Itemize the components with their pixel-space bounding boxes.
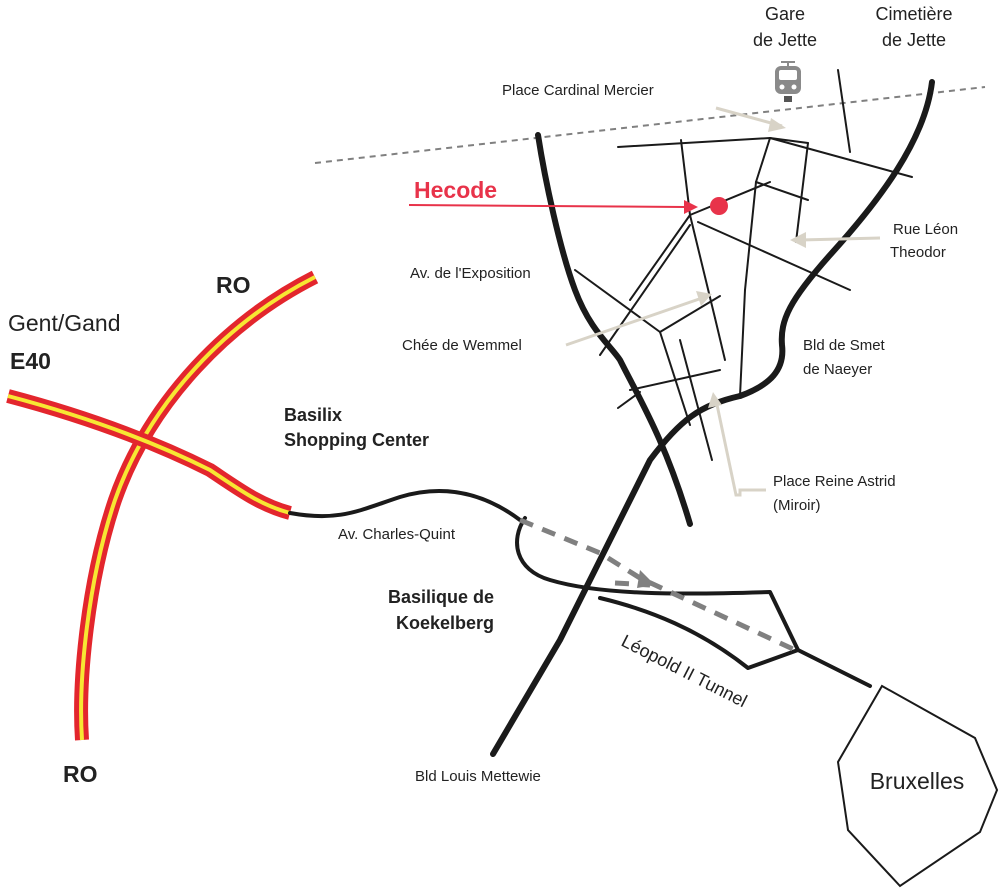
label-ro-bottom: RO <box>63 761 98 787</box>
label-gent: Gent/Gand <box>8 310 121 336</box>
label-rue-leon-l2: Theodor <box>890 244 946 261</box>
label-basilique-l1: Basilique de <box>388 587 494 607</box>
pointer-arrows <box>565 106 881 497</box>
label-cimetiere-l2: de Jette <box>882 30 946 50</box>
location-pin-icon <box>710 197 728 215</box>
label-av-charles: Av. Charles-Quint <box>338 526 456 543</box>
label-gare-l1: Gare <box>765 4 805 24</box>
street-grid <box>574 69 913 461</box>
road-av-charles-quint <box>288 488 522 522</box>
train-icon <box>775 61 801 102</box>
motorway-e40 <box>6 389 292 520</box>
label-e40: E40 <box>10 348 51 374</box>
label-chee-wemmel: Chée de Wemmel <box>402 337 522 354</box>
railway-line <box>314 86 986 164</box>
label-basilix-l2: Shopping Center <box>284 430 429 450</box>
label-bld-smet-l1: Bld de Smet <box>803 337 886 354</box>
road-av-exposition <box>535 132 693 527</box>
hecode-arrow <box>408 200 698 214</box>
road-leopold-tunnel <box>796 648 872 688</box>
label-cimetiere-l1: Cimetière <box>875 4 952 24</box>
label-hecode: Hecode <box>414 177 497 203</box>
road-bld-de-smet <box>737 79 935 399</box>
label-bld-louis: Bld Louis Mettewie <box>415 768 541 785</box>
label-leopold: Léopold II Tunnel <box>618 631 750 712</box>
label-av-exposition: Av. de l'Exposition <box>410 265 531 282</box>
basilique-area <box>515 516 800 670</box>
label-bruxelles: Bruxelles <box>870 768 965 794</box>
label-place-reine-l1: Place Reine Astrid <box>773 473 896 490</box>
label-rue-leon-l1: Rue Léon <box>893 221 958 238</box>
label-place-cardinal: Place Cardinal Mercier <box>502 82 654 99</box>
label-place-reine-l2: (Miroir) <box>773 497 820 514</box>
ring-road-ro <box>74 270 319 741</box>
label-gare-l2: de Jette <box>753 30 817 50</box>
label-ro-top: RO <box>216 272 251 298</box>
tunnel-dashed <box>519 517 797 653</box>
label-basilique-l2: Koekelberg <box>396 613 494 633</box>
bruxelles-area <box>836 684 999 888</box>
road-bld-louis-mettewie <box>490 393 743 757</box>
label-basilix-l1: Basilix <box>284 405 342 425</box>
label-bld-smet-l2: de Naeyer <box>803 361 872 378</box>
